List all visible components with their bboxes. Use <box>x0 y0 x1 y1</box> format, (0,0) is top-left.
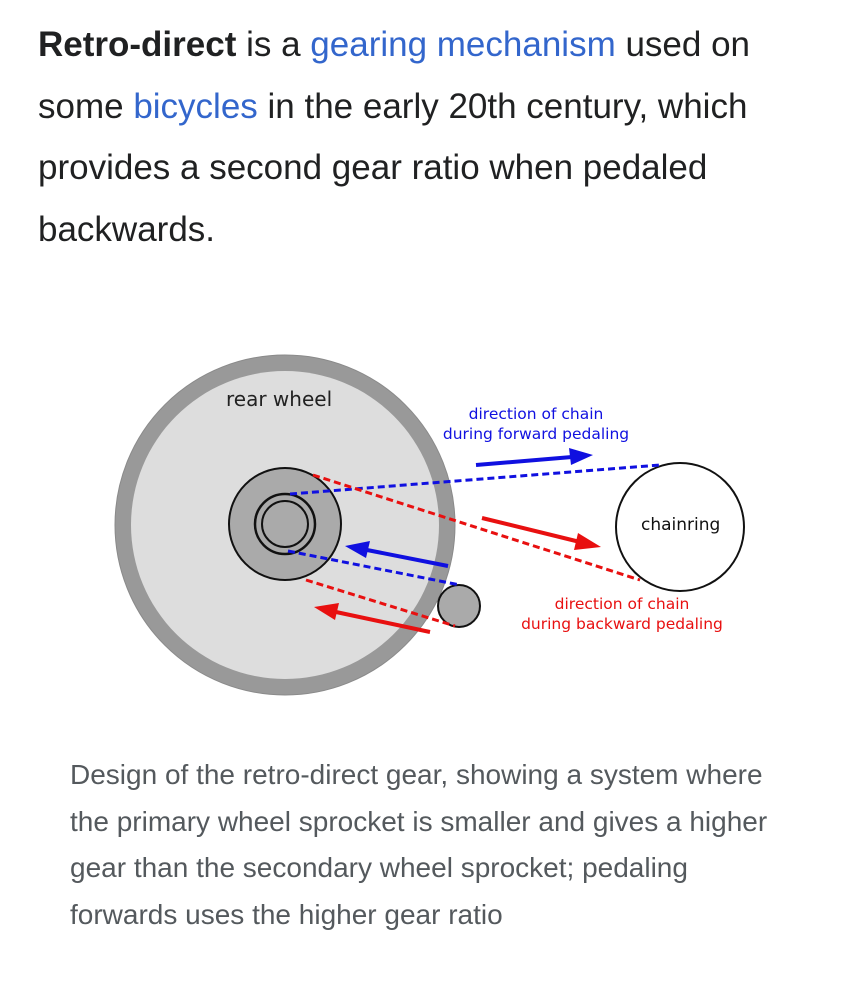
rear-wheel-label: rear wheel <box>226 387 332 411</box>
link-bicycles[interactable]: bicycles <box>133 86 258 126</box>
article-lead-paragraph: Retro-direct is a gearing mechanism used… <box>38 14 828 260</box>
hub-sprocket-inner <box>261 500 309 548</box>
forward-arrow-bottom <box>366 548 449 568</box>
forward-direction-label-line1: direction of chain <box>469 405 604 423</box>
lead-text-2: used on some <box>38 25 751 126</box>
idler-pulley <box>437 584 481 628</box>
chainring <box>615 462 745 592</box>
lead-text-3: in the early 20th century, which provide… <box>38 86 748 249</box>
chain-forward-top <box>289 463 661 496</box>
figure-caption: Design of the retro-direct gear, showing… <box>70 759 768 930</box>
backward-arrow-bottom <box>335 610 431 634</box>
forward-arrowhead-bottom <box>345 541 370 558</box>
backward-arrowhead-top <box>574 533 601 550</box>
chain-forward-bottom <box>287 549 461 587</box>
link-gearing-mechanism[interactable]: gearing mechanism <box>310 25 616 64</box>
hub-sprocket-ring <box>253 492 317 556</box>
backward-arrow-top <box>481 516 581 544</box>
lead-text-1: is a <box>236 25 311 64</box>
backward-arrowhead-bottom <box>314 603 339 620</box>
forward-direction-label-line2: during forward pedaling <box>443 425 629 443</box>
article-title-term: Retro-direct <box>38 25 237 64</box>
backward-direction-label-line1: direction of chain <box>555 595 690 613</box>
forward-arrowhead-top <box>569 448 593 465</box>
chain-backward-bottom <box>305 578 456 628</box>
chain-backward-top <box>312 473 641 582</box>
chainring-label: chainring <box>641 515 720 535</box>
backward-direction-label-line2: during backward pedaling <box>521 615 723 633</box>
forward-arrow-top <box>475 455 573 467</box>
